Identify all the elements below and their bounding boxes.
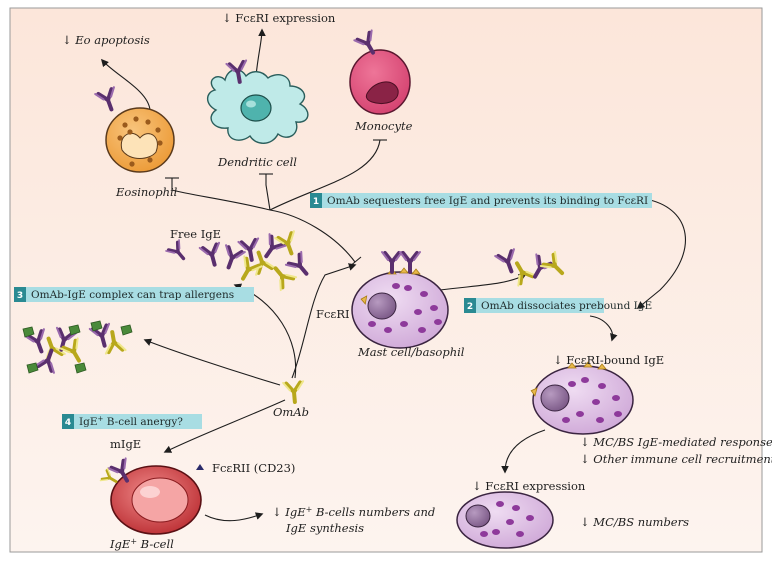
- effect-dc-fceri: ↓ FcεRI expression: [222, 11, 336, 25]
- arrow-omab-to-bcell: [163, 399, 286, 453]
- effect-mc-fceri: ↓ FcεRI expression: [472, 479, 586, 493]
- label-eosinophil: Eosinophil: [115, 185, 178, 199]
- arrow-omab-to-complex: [143, 338, 281, 386]
- label-dendritic-cell: Dendritic cell: [217, 155, 297, 169]
- mechanism-3: 3 OmAb-IgE complex can trap allergens: [14, 287, 254, 302]
- inhibit-dendritic-line: [265, 174, 271, 211]
- mast-cell-lower: [456, 491, 554, 549]
- arrow-mechanism2: [589, 315, 618, 342]
- cd23-receptor-icon: [196, 464, 204, 470]
- label-migE: mIgE: [110, 437, 141, 451]
- inhibit-mast-line: [269, 209, 356, 263]
- label-mast-cell: Mast cell/basophil: [357, 345, 465, 359]
- effect-bcell-line2: IgE synthesis: [285, 521, 364, 535]
- effect-eo-apoptosis: ↓ Eo apoptosis: [62, 33, 150, 47]
- eosinophil-cell: [93, 85, 175, 173]
- mechanism-4-number: 4: [65, 418, 71, 428]
- effect-mcbs-responses: ↓ MC/BS IgE-mediated responses: [580, 435, 772, 449]
- arrow-mast-lower: [501, 429, 546, 474]
- mechanism-3-text: OmAb-IgE complex can trap allergens: [31, 289, 234, 301]
- mast-cell-right: [529, 361, 634, 435]
- arrow-bcell-outcome: [204, 512, 264, 522]
- mechanism-3-number: 3: [17, 291, 23, 301]
- effect-mcbs-numbers: ↓ MC/BS numbers: [580, 515, 689, 529]
- label-free-ige: Free IgE: [170, 227, 221, 241]
- mechanism-2-text: OmAb dissociates prebound IgE: [481, 300, 652, 312]
- mast-cell-center: [351, 250, 449, 349]
- mechanism-1-text: OmAb sequesters free IgE and prevents it…: [327, 195, 648, 207]
- monocyte-cell: [349, 28, 411, 115]
- label-monocyte: Monocyte: [354, 119, 413, 133]
- b-cell: [99, 456, 204, 535]
- inhibit-eosinophil-line: [171, 178, 271, 211]
- mechanism-1-number: 1: [313, 197, 319, 207]
- dendritic-cell: [206, 58, 309, 144]
- mechanism-2: 2 OmAb dissociates prebound IgE: [464, 298, 652, 313]
- inhibit-monocyte-line: [269, 139, 381, 211]
- effect-immune-recruitment: ↓ Other immune cell recruitment: [580, 452, 772, 466]
- effect-bcell-line1: ↓ IgE+ B-cells numbers and: [272, 505, 435, 519]
- mechanism-2-number: 2: [467, 302, 473, 312]
- label-fceri-ii: FcεRII (CD23): [212, 461, 295, 475]
- mechanism-4: 4 IgE+ B-cell anergy?: [62, 414, 202, 429]
- label-b-cell: IgE+ B-cell: [109, 537, 174, 551]
- arrow-omab-to-mast: [291, 263, 357, 379]
- label-fceri: FcεRI: [316, 307, 350, 321]
- label-omab: OmAb: [273, 405, 309, 419]
- mechanism-4-text: IgE+ B-cell anergy?: [79, 415, 183, 428]
- arrow-mechanism1: [636, 199, 686, 309]
- effect-fceri-bound: ↓ FcεRI-bound IgE: [553, 353, 664, 367]
- mechanism-1: 1 OmAb sequesters free IgE and prevents …: [310, 193, 652, 208]
- connector-lines: [100, 28, 686, 522]
- arrow-dc-fceri: [255, 28, 266, 77]
- arrow-eo-apoptosis: [100, 58, 151, 111]
